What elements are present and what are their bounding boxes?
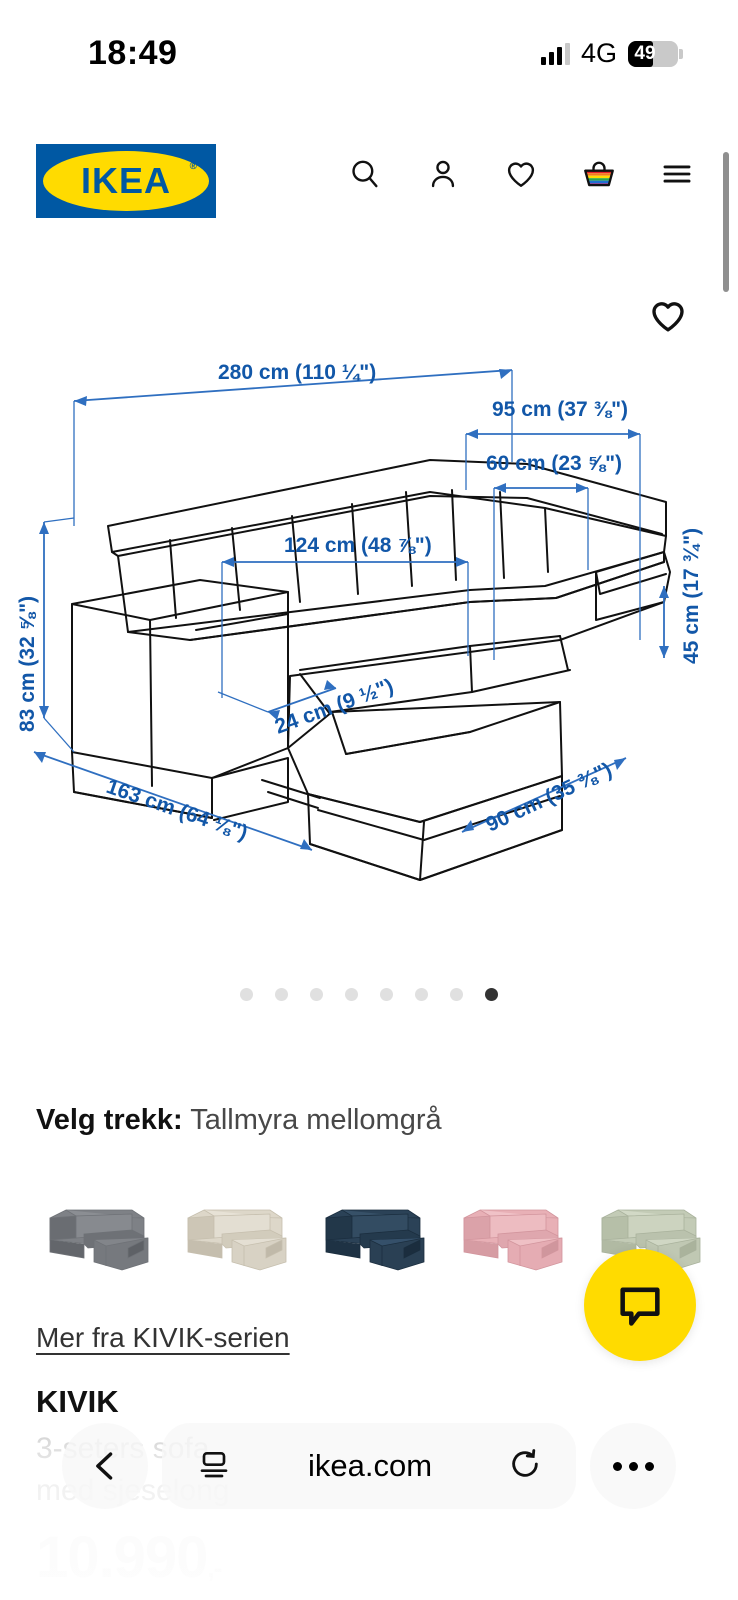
page-settings-icon[interactable] [196,1448,232,1485]
signal-bars-icon [540,42,570,65]
trademark-symbol: ® [189,161,197,172]
chevron-left-icon [96,1452,113,1480]
ikea-logo[interactable]: IKEA ® [36,144,216,218]
account-icon[interactable] [426,157,460,191]
cover-swatch-list [36,1188,716,1280]
carousel-dot[interactable] [240,988,253,1001]
chat-button[interactable] [584,1249,696,1361]
shopping-basket-icon[interactable] [582,157,616,191]
dimension-label-seat-depth: 60 cm (23 ⅝") [486,452,622,475]
swatch-grey[interactable] [36,1188,164,1280]
swatch-pink[interactable] [450,1188,578,1280]
carousel-dot[interactable] [380,988,393,1001]
product-title: KIVIK [36,1384,119,1419]
dimension-label-height-total: 83 cm (32 ⅝") [16,596,39,732]
header-icons [348,157,694,191]
back-button[interactable] [62,1423,148,1509]
heart-icon[interactable] [504,157,538,191]
reload-icon[interactable] [508,1447,542,1486]
battery-level-label: 49 [634,42,656,64]
battery-icon: 49 [628,40,683,67]
network-type-label: 4G [580,38,617,68]
hamburger-menu-icon[interactable] [660,157,694,191]
carousel-dot[interactable] [310,988,323,1001]
dimension-label-width-total: 280 cm (110 ¼") [218,361,376,384]
more-options-button[interactable] [590,1423,676,1509]
carousel-dot[interactable] [415,988,428,1001]
swatch-dark-blue[interactable] [312,1188,440,1280]
swatch-sage-green[interactable] [588,1188,716,1280]
status-indicators: 4G 49 [540,38,683,69]
browser-toolbar: ikea.com [0,1418,738,1514]
ikea-logo-text: IKEA [80,160,171,201]
search-icon[interactable] [348,157,382,191]
favourite-product-button[interactable] [646,296,690,341]
dimension-label-depth-chaise: 95 cm (37 ⅜") [492,398,628,421]
status-bar: 18:49 4G 49 [0,0,738,110]
swatch-beige[interactable] [174,1188,302,1280]
carousel-dot-active[interactable] [485,988,498,1001]
more-options-icon [612,1461,654,1471]
site-header: IKEA ® [0,133,738,238]
address-bar[interactable]: ikea.com [162,1423,576,1509]
carousel-dot[interactable] [275,988,288,1001]
price-suffix: ,- [207,1553,222,1583]
dimension-label-seat-width: 124 cm (48 ⅞") [284,534,432,557]
more-from-series-link[interactable]: Mer fra KIVIK-serien [36,1322,290,1353]
dimension-label-depth-side: 90 cm (35 ⅜") [482,758,615,836]
dimension-label-seat-height: 45 cm (17 ¾") [680,528,703,664]
dimension-label-length-side: 163 cm (64 ⅛") [103,775,250,845]
product-price: 10.990,- [36,1524,222,1591]
carousel-dot[interactable] [450,988,463,1001]
product-dimension-drawing[interactable]: 280 cm (110 ¼") 95 cm (37 ⅜") 60 cm (23 … [0,340,738,920]
cover-selector-value: Tallmyra mellomgrå [190,1104,442,1136]
cover-selector-title: Velg trekk: [36,1104,183,1136]
page-scrollbar[interactable] [723,152,729,292]
price-value: 10.990 [36,1525,208,1590]
cover-selector-label: Velg trekk: Tallmyra mellomgrå [36,1104,442,1137]
status-time: 18:49 [88,34,178,72]
url-text[interactable]: ikea.com [307,1448,433,1483]
carousel-dots [0,988,738,1001]
carousel-dot[interactable] [345,988,358,1001]
